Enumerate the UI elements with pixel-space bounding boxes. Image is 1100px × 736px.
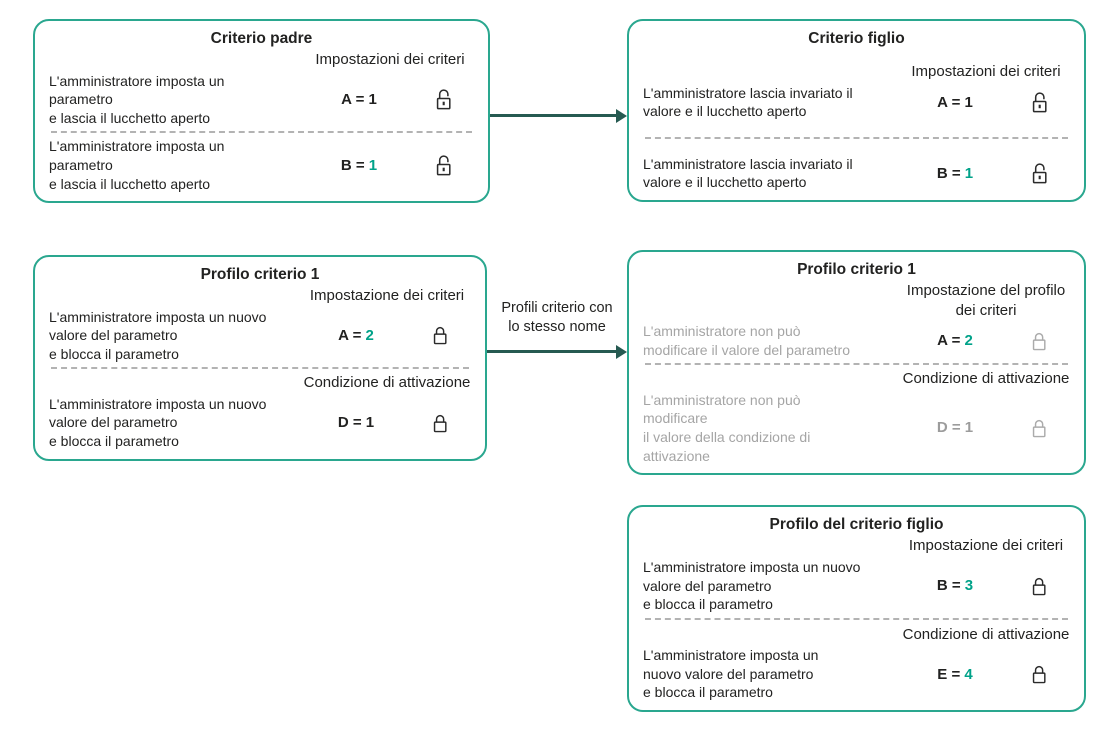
inherited-policy-profile-1-box: Profilo criterio 1 Impostazione del prof… bbox=[627, 250, 1086, 476]
row-value: B = 1 bbox=[937, 165, 973, 182]
dashed-divider bbox=[51, 367, 469, 370]
row-description: L'amministratore non può modificare il v… bbox=[643, 323, 850, 358]
value-number: 2 bbox=[365, 326, 374, 344]
value-number: 1 bbox=[964, 164, 974, 182]
value-number: 4 bbox=[964, 665, 973, 683]
child-policy-box: Criterio figlio Impostazioni dei criteri… bbox=[627, 19, 1086, 202]
section-header: Impostazioni dei criteri bbox=[911, 63, 1061, 81]
policy-profile-settings-section: Impostazione del profilo dei criteri L'a… bbox=[643, 281, 1070, 359]
row-description: L'amministratore imposta un nuovo valore… bbox=[643, 647, 819, 701]
dashed-divider bbox=[645, 363, 1068, 366]
value-prefix: D = bbox=[936, 419, 965, 437]
box-title: Profilo criterio 1 bbox=[797, 261, 916, 278]
value-number: 1 bbox=[964, 93, 973, 111]
value-number: 1 bbox=[964, 419, 974, 437]
value-prefix: E = bbox=[937, 665, 965, 683]
parent-policy-box: Criterio padre Impostazioni dei criteri … bbox=[33, 19, 490, 204]
row-value: D = 1 bbox=[338, 414, 374, 431]
open-padlock-icon bbox=[433, 153, 454, 178]
section-header: Condizione di attivazione bbox=[303, 374, 471, 392]
section-header: Impostazione dei criteri bbox=[908, 537, 1064, 555]
value-number: 3 bbox=[964, 577, 974, 595]
policy-settings-section: Impostazione dei criteri L'amministrator… bbox=[643, 536, 1070, 613]
closed-padlock-icon bbox=[1029, 416, 1049, 440]
box-title: Profilo criterio 1 bbox=[200, 266, 320, 283]
section-header: Impostazione del profilo dei criteri bbox=[906, 282, 1066, 319]
row-value: A = 2 bbox=[937, 332, 973, 349]
row-value: A = 2 bbox=[338, 327, 374, 344]
policy-settings-section: Impostazioni dei criteri L'amministrator… bbox=[49, 50, 474, 127]
row-value: E = 4 bbox=[937, 666, 972, 683]
value-prefix: B = bbox=[936, 164, 965, 182]
section-header: Condizione di attivazione bbox=[902, 370, 1070, 388]
closed-padlock-icon bbox=[430, 411, 450, 435]
box-title: Profilo del criterio figlio bbox=[769, 516, 944, 533]
policy-settings-section: L'amministratore lascia invariato il val… bbox=[643, 155, 1070, 192]
section-header: Condizione di attivazione bbox=[902, 625, 1070, 643]
policy-settings-section: Impostazioni dei criteri L'amministrator… bbox=[643, 62, 1070, 121]
closed-padlock-icon bbox=[1029, 329, 1049, 353]
value-prefix: A = bbox=[937, 332, 965, 350]
activation-condition-section: Condizione di attivazione L'amministrato… bbox=[643, 625, 1070, 702]
row-description: L'amministratore imposta un parametro e … bbox=[49, 72, 225, 126]
row-value: A = 1 bbox=[341, 91, 377, 108]
profile-inheritance-arrow bbox=[487, 350, 616, 353]
open-padlock-icon bbox=[1029, 161, 1050, 186]
row-description: L'amministratore imposta un nuovo valore… bbox=[49, 308, 267, 362]
dashed-divider bbox=[51, 131, 472, 134]
value-prefix: B = bbox=[340, 156, 369, 174]
value-number: 1 bbox=[365, 414, 375, 432]
box-title: Criterio padre bbox=[210, 30, 313, 47]
row-description: L'amministratore non può modificare il v… bbox=[643, 391, 811, 464]
value-number: 2 bbox=[964, 332, 973, 350]
section-header: Impostazione dei criteri bbox=[309, 287, 465, 304]
row-value: D = 1 bbox=[937, 419, 973, 436]
dashed-divider bbox=[645, 136, 1068, 139]
section-header: Impostazioni dei criteri bbox=[315, 51, 465, 68]
row-value: A = 1 bbox=[937, 94, 973, 111]
row-description: L'amministratore lascia invariato il val… bbox=[643, 84, 853, 120]
open-padlock-icon bbox=[1029, 90, 1050, 115]
policy-profile-1-box: Profilo criterio 1 Impostazione dei crit… bbox=[33, 255, 487, 461]
closed-padlock-icon bbox=[1029, 574, 1049, 598]
closed-padlock-icon bbox=[1029, 662, 1049, 686]
parent-to-child-arrow bbox=[490, 114, 616, 117]
row-description: L'amministratore lascia invariato il val… bbox=[643, 155, 853, 191]
value-number: 1 bbox=[368, 90, 377, 108]
value-prefix: A = bbox=[937, 93, 965, 111]
value-prefix: A = bbox=[341, 90, 369, 108]
row-description: L'amministratore imposta un nuovo valore… bbox=[643, 558, 861, 613]
arrow-label: Profili criterio con lo stesso nome bbox=[501, 300, 613, 336]
box-title: Criterio figlio bbox=[808, 30, 905, 47]
activation-condition-section: Condizione di attivazione L'amministrato… bbox=[643, 369, 1070, 465]
value-prefix: B = bbox=[936, 577, 965, 595]
closed-padlock-icon bbox=[430, 323, 450, 347]
row-value: B = 3 bbox=[937, 577, 973, 594]
value-prefix: A = bbox=[338, 326, 366, 344]
child-policy-profile-box: Profilo del criterio figlio Impostazione… bbox=[627, 505, 1086, 712]
value-prefix: D = bbox=[337, 414, 366, 432]
value-number: 1 bbox=[368, 156, 378, 174]
dashed-divider bbox=[645, 618, 1068, 621]
policy-settings-section: L'amministratore imposta un parametro e … bbox=[49, 137, 474, 193]
row-description: L'amministratore imposta un parametro e … bbox=[49, 138, 225, 192]
row-description: L'amministratore imposta un nuovo valore… bbox=[49, 395, 267, 450]
policy-settings-section: Impostazione dei criteri L'amministrator… bbox=[49, 286, 471, 363]
row-value: B = 1 bbox=[341, 157, 377, 174]
activation-condition-section: Condizione di attivazione L'amministrato… bbox=[49, 373, 471, 450]
open-padlock-icon bbox=[433, 87, 454, 112]
